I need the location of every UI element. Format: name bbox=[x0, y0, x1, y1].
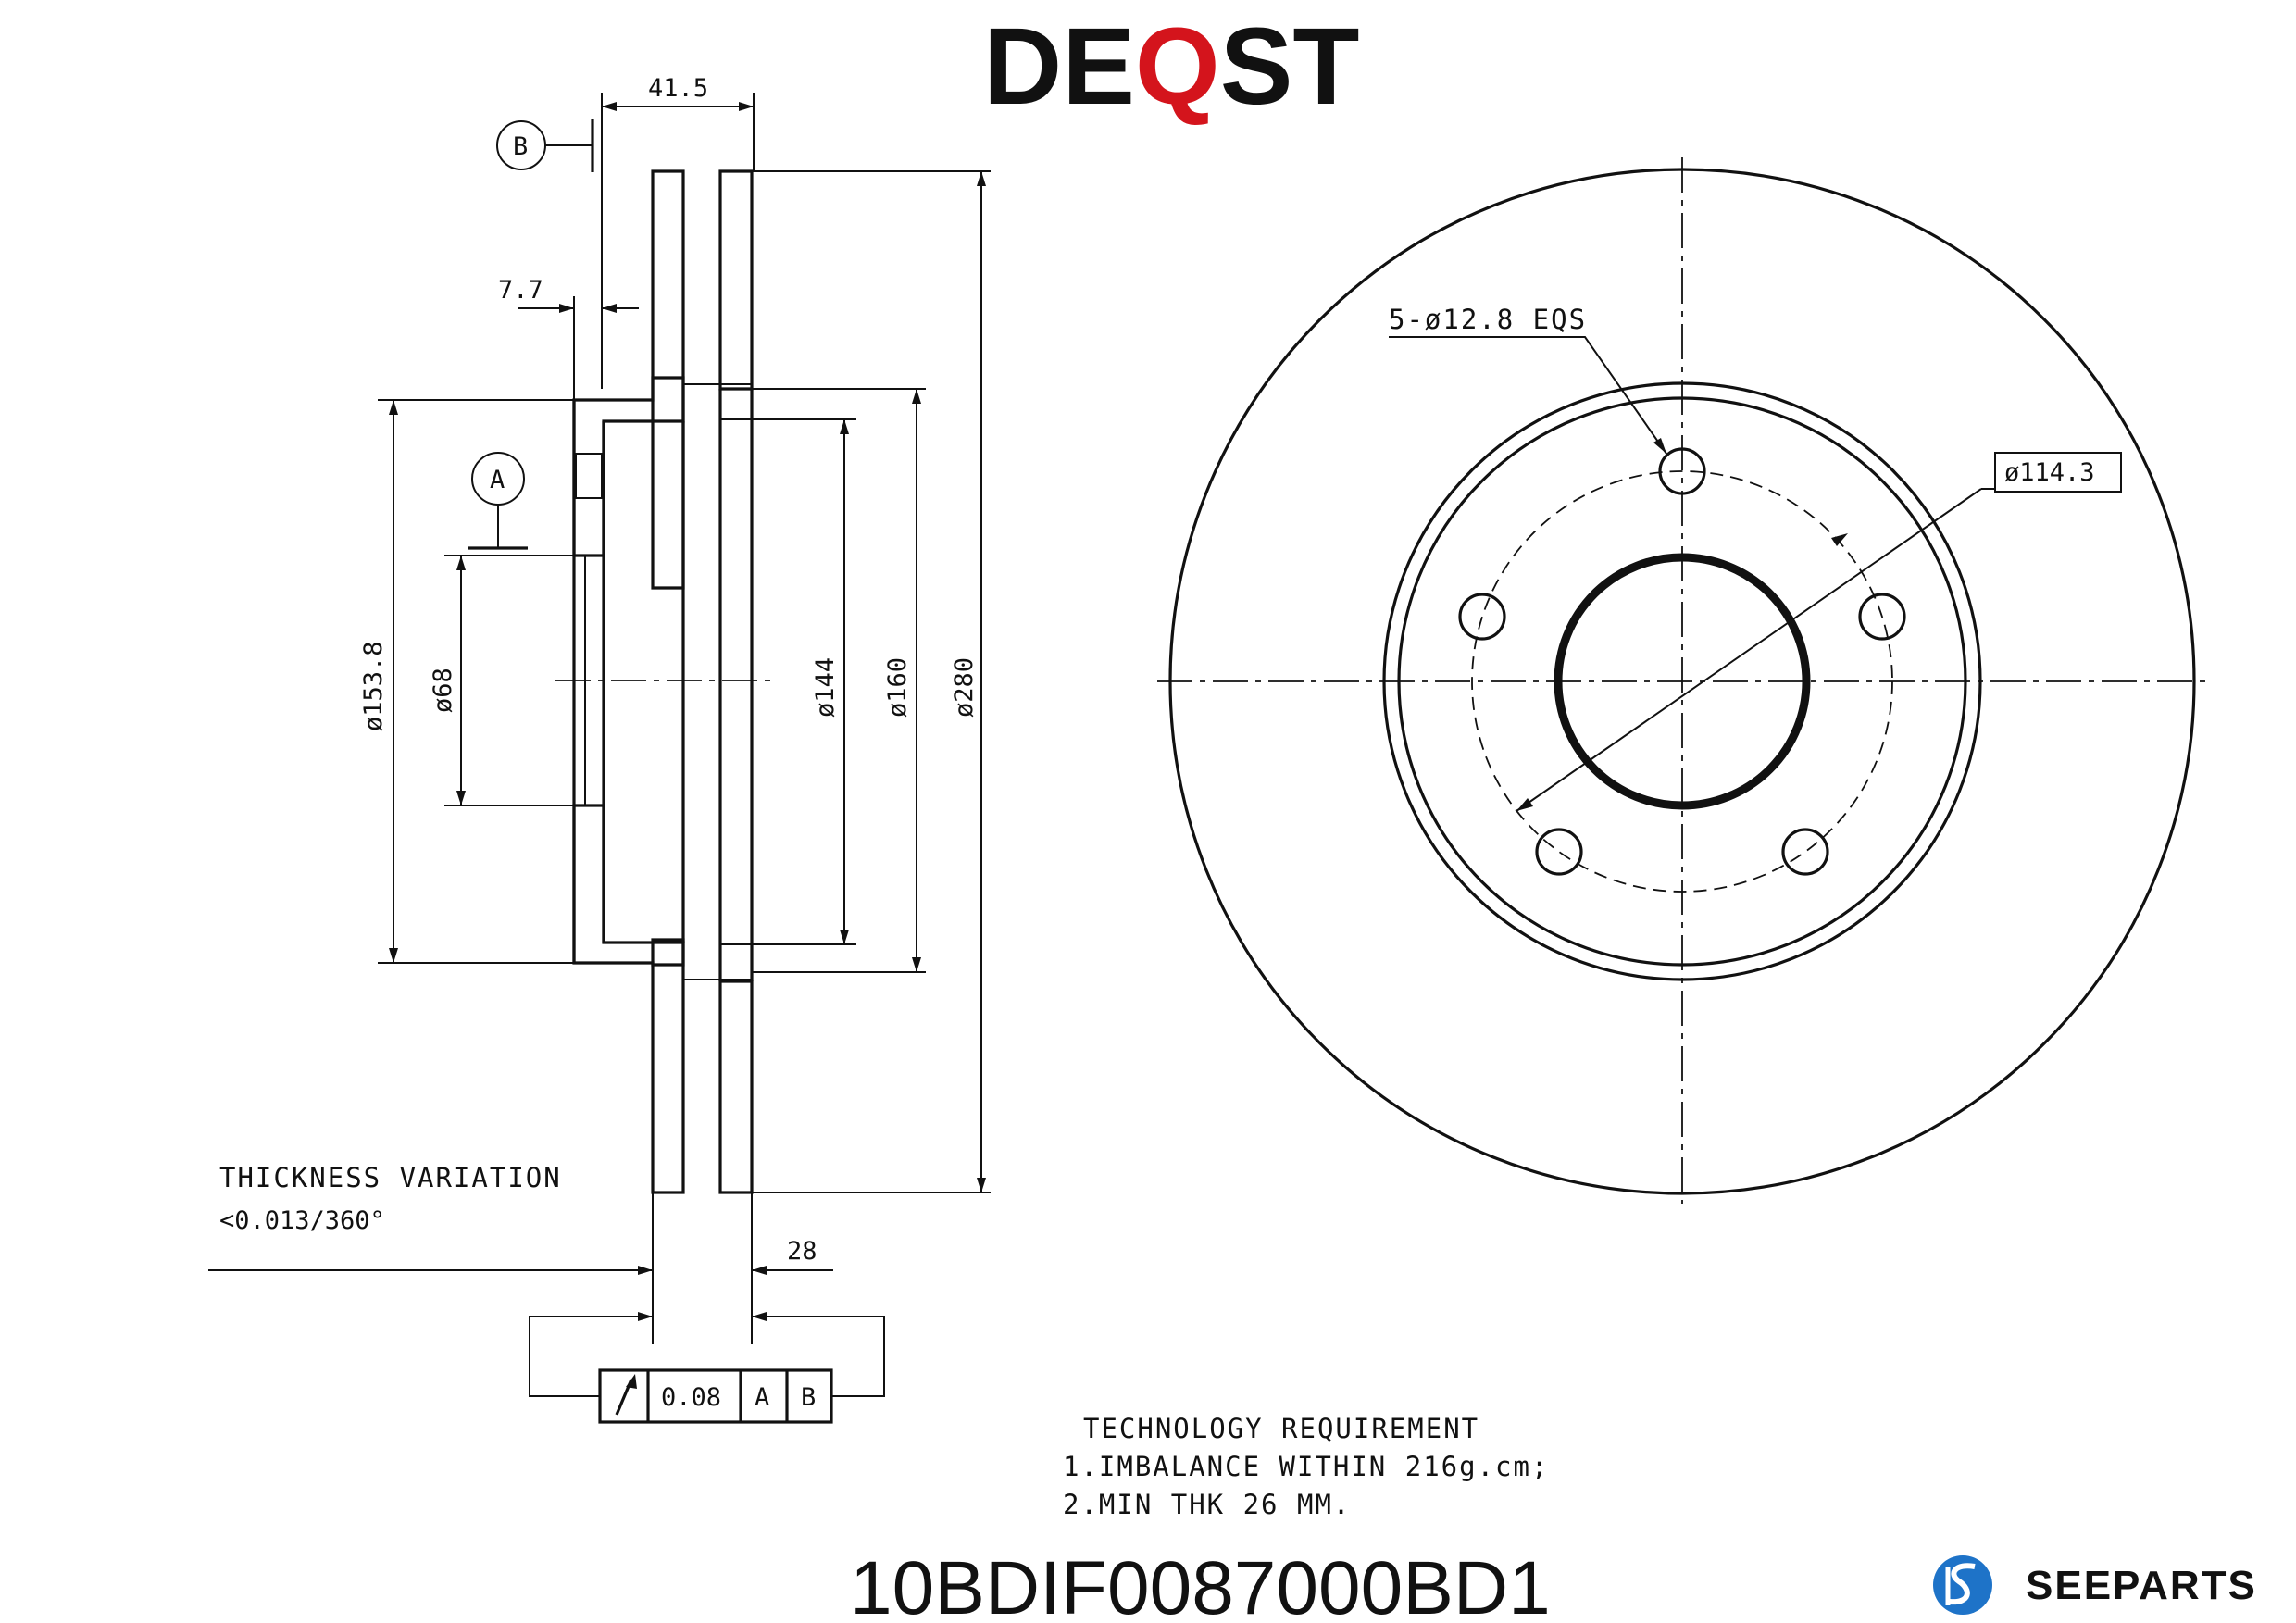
seeparts-wordmark: SEEPARTS bbox=[2026, 1563, 2257, 1608]
runout-tolerance-frame: 0.08 A B bbox=[598, 1368, 833, 1424]
plate-left-upper bbox=[651, 169, 685, 590]
brand-q: Q bbox=[1135, 6, 1220, 128]
thickness-variation-title: THICKNESS VARIATION bbox=[219, 1162, 562, 1193]
dim-overall-width: 41.5 bbox=[648, 74, 708, 103]
svg-text:B: B bbox=[513, 132, 528, 161]
dim-pcd: ø114.3 bbox=[2004, 458, 2095, 487]
plate-right-lower bbox=[718, 980, 754, 1194]
section-view: 41.5 B 7.7 ø153.8 A ø68 bbox=[208, 74, 991, 1424]
plate-left-lower bbox=[651, 938, 685, 1194]
brand-suffix: ST bbox=[1220, 6, 1360, 128]
bolt-hole bbox=[1535, 828, 1583, 876]
tech-line-1: 1.IMBALANCE WITHIN 216g.cm; bbox=[1063, 1451, 1549, 1482]
dim-hat-diameter: ø153.8 bbox=[359, 641, 388, 731]
dim-hub-offset: 7.7 bbox=[498, 276, 543, 305]
tech-title: TECHNOLOGY REQUIREMENT bbox=[1083, 1413, 1479, 1444]
dim-friction-inner-diameter: ø160 bbox=[883, 657, 912, 718]
tech-line-2: 2.MIN THK 26 MM. bbox=[1063, 1489, 1351, 1520]
brand-prefix: DE bbox=[983, 6, 1135, 128]
runout-datum-2: B bbox=[801, 1383, 816, 1412]
runout-datum-1: A bbox=[755, 1383, 769, 1412]
dim-bore-diameter: ø68 bbox=[429, 668, 457, 713]
front-view: ø114.3 5-ø12.8 EQS bbox=[1157, 157, 2208, 1204]
dim-bolt-holes: 5-ø12.8 EQS bbox=[1389, 304, 1587, 335]
thickness-variation-value: <0.013/360° bbox=[219, 1206, 385, 1235]
dim-outer-diameter: ø280 bbox=[950, 657, 979, 718]
brand-logo: DEQST bbox=[983, 6, 1360, 128]
seeparts-logo-icon bbox=[1933, 1555, 1992, 1615]
runout-arrow-icon bbox=[615, 1374, 637, 1416]
bolt-hole bbox=[1858, 593, 1906, 641]
technology-requirement: TECHNOLOGY REQUIREMENT 1.IMBALANCE WITHI… bbox=[1063, 1413, 1549, 1520]
plate-right-upper bbox=[718, 169, 754, 391]
dim-inner-diameter: ø144 bbox=[811, 657, 840, 718]
part-number: 10BDIF0087000BD1 bbox=[850, 1546, 1551, 1623]
hat-upper bbox=[572, 376, 685, 557]
bolt-hole bbox=[1458, 593, 1506, 641]
svg-text:A: A bbox=[490, 466, 505, 494]
runout-tolerance: 0.08 bbox=[661, 1383, 721, 1412]
dim-thickness: 28 bbox=[787, 1237, 817, 1266]
pcd-label-box bbox=[1994, 452, 2122, 493]
seeparts-logo: SEEPARTS bbox=[1933, 1555, 2257, 1615]
bolt-hole bbox=[1781, 828, 1829, 876]
